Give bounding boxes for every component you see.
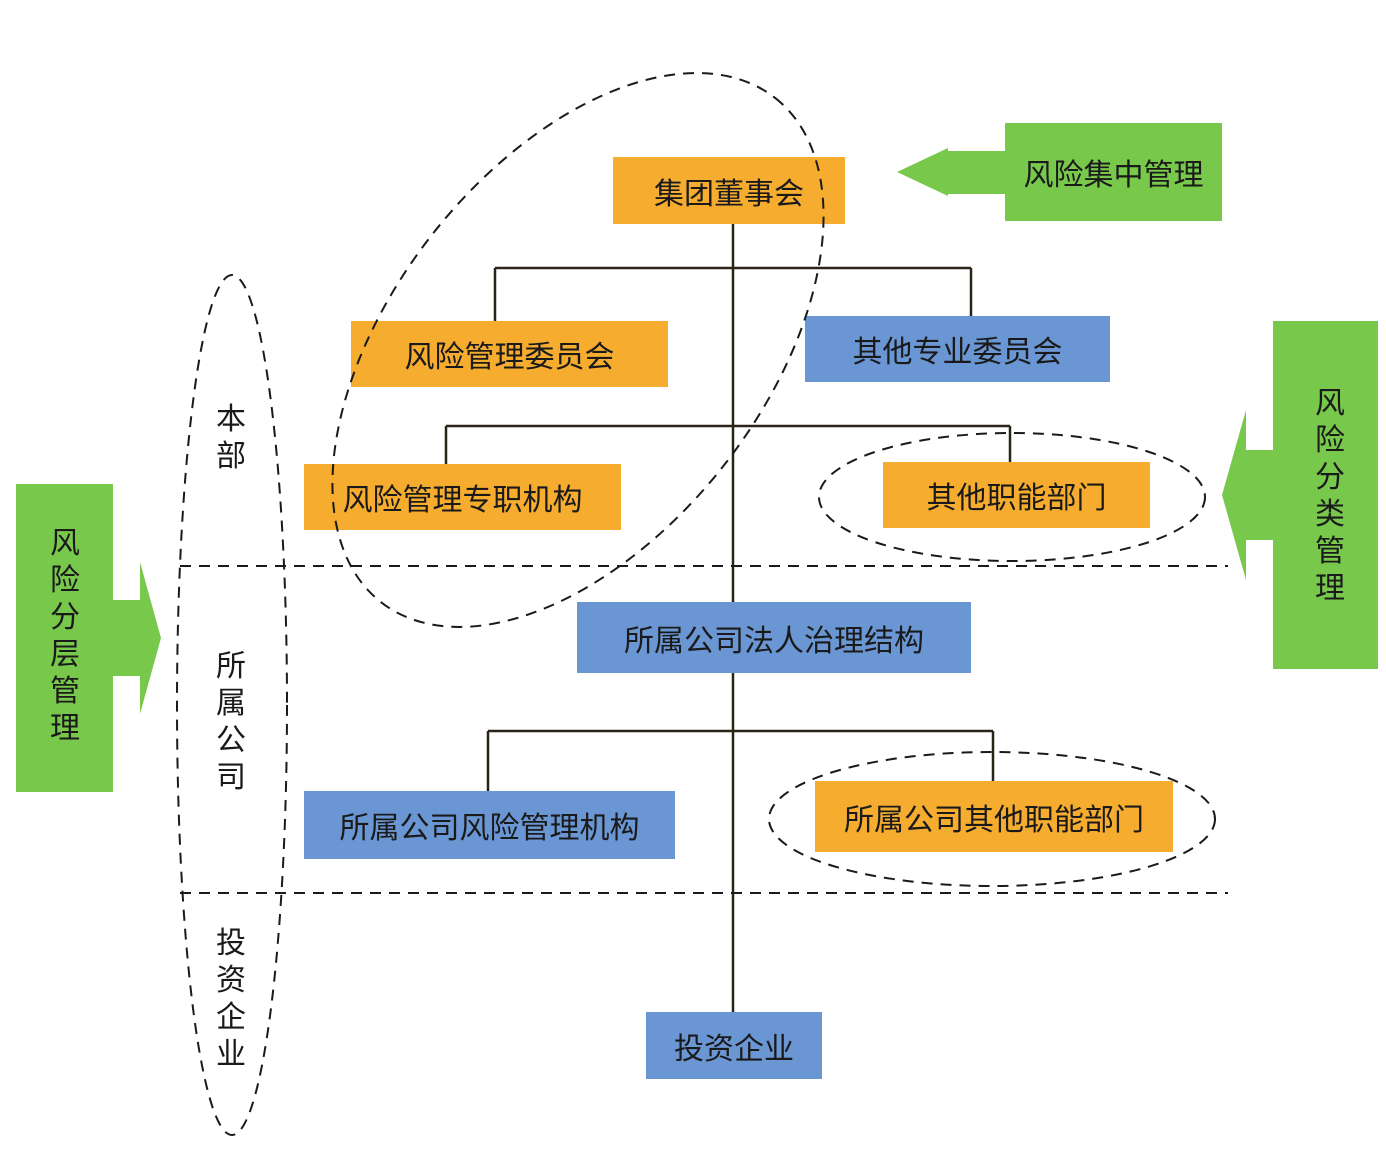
centralized-arrow-shape — [897, 123, 1222, 221]
risk-dept-node: 风险管理专职机构 — [304, 464, 621, 530]
level-label-subsidiary: 所属公司 — [216, 649, 246, 795]
risk-committee-node: 风险管理委员会 — [351, 321, 668, 387]
sub-governance-node: 所属公司法人治理结构 — [577, 602, 971, 673]
board-node: 集团董事会 — [613, 157, 845, 224]
other-dept-node: 其他职能部门 — [883, 462, 1150, 528]
other-committee-node: 其他专业委员会 — [805, 316, 1110, 382]
investee-node: 投资企业 — [646, 1012, 822, 1079]
level-label-investee: 投资企业 — [216, 926, 246, 1072]
sub-risk-dept-node: 所属公司风险管理机构 — [304, 791, 675, 859]
categorized-arrow-label: 风险分类管理 — [1315, 386, 1345, 606]
level-label-headquarters: 本部 — [216, 402, 246, 474]
categorized-arrow-shape — [1222, 321, 1378, 669]
layered-arrow-shape — [16, 484, 161, 792]
centralized-arrow-label: 风险集中管理 — [1023, 158, 1204, 193]
sub-other-dept-node: 所属公司其他职能部门 — [815, 781, 1173, 852]
layered-arrow-label: 风险分层管理 — [50, 526, 80, 746]
